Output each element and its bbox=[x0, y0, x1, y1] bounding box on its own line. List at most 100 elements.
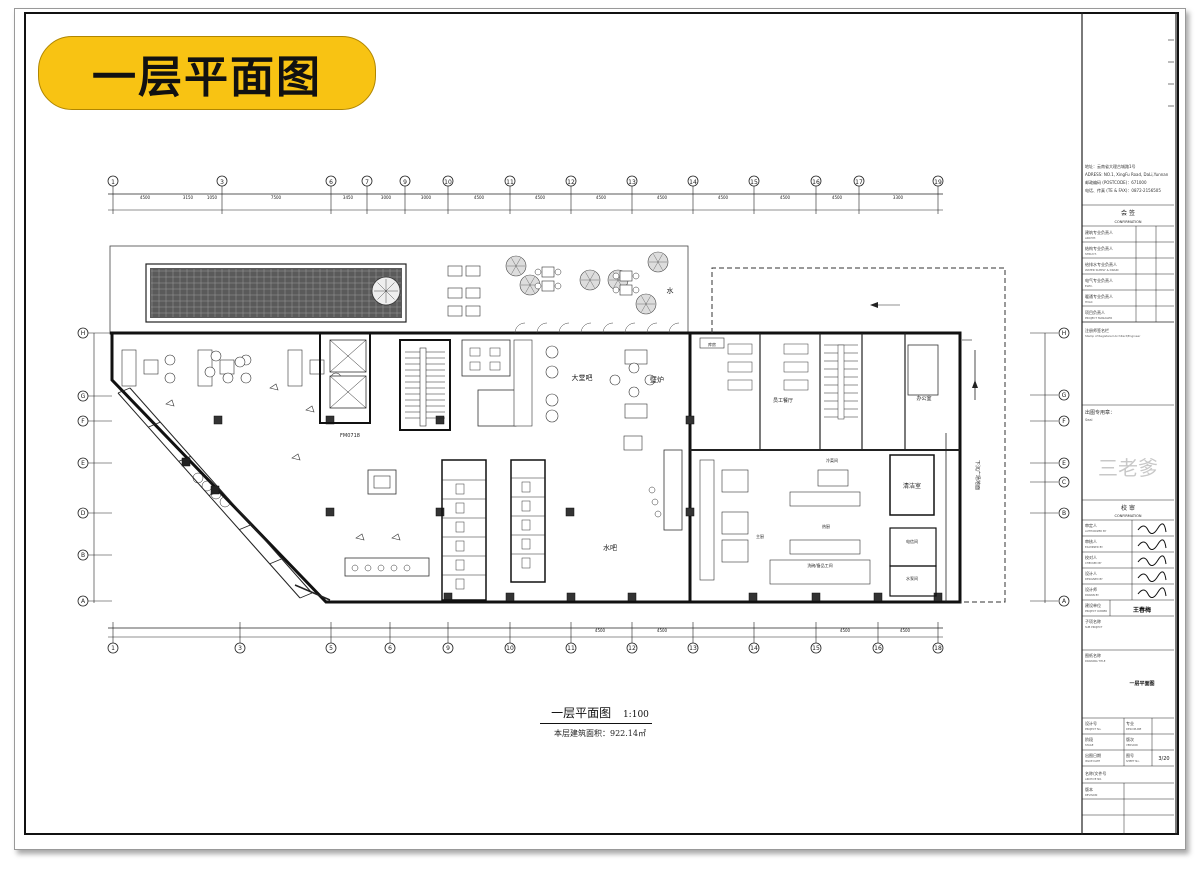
axis-label: 1 bbox=[111, 645, 115, 652]
room-label-wash: 洗碗/备品工间 bbox=[807, 562, 832, 568]
axis-label: 6 bbox=[388, 645, 392, 652]
axis-bubble bbox=[325, 642, 337, 654]
address-line: ADRESS: NO.1, XingFu Road, DaLi,Yunnan bbox=[1085, 172, 1169, 177]
reception-counter bbox=[373, 475, 391, 489]
countersign-role-en: ARCHIT. bbox=[1085, 236, 1096, 240]
title-block-label: 版本 bbox=[1085, 786, 1093, 792]
title-badge: 一层平面图 bbox=[38, 36, 376, 110]
fountain-line bbox=[385, 282, 395, 292]
signature-scribble bbox=[1137, 571, 1167, 582]
planter-leaf bbox=[511, 265, 517, 274]
room-label-staff-dining: 员工餐厅 bbox=[773, 397, 793, 404]
axis-bubble bbox=[384, 642, 396, 654]
arrow-head bbox=[972, 380, 978, 388]
axis-label: 3 bbox=[220, 179, 224, 186]
title-block-label: 名称/文件号 bbox=[1085, 770, 1106, 776]
room-label-kitchen-a: 主厨 bbox=[756, 533, 764, 539]
lounge-chair bbox=[447, 287, 463, 299]
title-block-sublabel: STAGE bbox=[1085, 743, 1094, 747]
terrace-chair bbox=[554, 268, 562, 276]
caption-underline bbox=[540, 723, 652, 724]
dimension-text: 4500 bbox=[900, 628, 911, 633]
dimension-text: 1050 bbox=[207, 195, 218, 200]
door-swing bbox=[580, 322, 592, 334]
axis-bubble bbox=[748, 642, 760, 654]
review-sub: CONFIRMATION bbox=[1115, 514, 1142, 518]
axis-bubble bbox=[1058, 457, 1070, 469]
title-block-value: 一层平面图 bbox=[1129, 680, 1154, 687]
door-swing bbox=[602, 322, 614, 334]
lounge-chair bbox=[465, 287, 481, 299]
planter-leaf bbox=[613, 279, 619, 288]
structural-column bbox=[811, 592, 821, 602]
lounge-chair bbox=[447, 265, 463, 277]
structural-column bbox=[565, 507, 575, 517]
toilet bbox=[521, 538, 531, 550]
coffee-table bbox=[623, 435, 643, 451]
axis-label: E bbox=[81, 460, 85, 467]
axis-label: 11 bbox=[506, 179, 514, 186]
drawing-frame bbox=[24, 12, 1179, 835]
axis-label: 12 bbox=[567, 179, 575, 186]
pump-room bbox=[889, 565, 937, 597]
toilet bbox=[455, 521, 465, 533]
axis-label: H bbox=[81, 330, 86, 337]
structural-column bbox=[210, 485, 220, 495]
water-bar-counter bbox=[663, 449, 683, 531]
axis-bubble bbox=[234, 642, 246, 654]
title-block-label: 建设单位 bbox=[1085, 602, 1101, 608]
review-role-en: AUTHORIZED BY bbox=[1085, 529, 1107, 533]
caption-area: 本层建筑面积：922.14㎡ bbox=[554, 729, 646, 738]
axis-label: G bbox=[1062, 392, 1067, 399]
axis-bubble bbox=[748, 175, 760, 187]
axis-label: H bbox=[1062, 330, 1067, 337]
planter-leaf bbox=[585, 279, 591, 288]
toilet bbox=[455, 578, 465, 590]
planter-leaf bbox=[515, 258, 521, 267]
axis-bubble bbox=[932, 175, 944, 187]
axis-label: A bbox=[81, 598, 86, 605]
address-line: 地址：云南省大理古城路1号 bbox=[1085, 163, 1136, 169]
toilet bbox=[455, 502, 465, 514]
badge-title: 一层平面图 bbox=[92, 52, 322, 103]
title-block-sublabel: PROJECT No. bbox=[1085, 727, 1102, 731]
meeting-chair bbox=[469, 361, 481, 371]
axis-label: 14 bbox=[750, 645, 758, 652]
elevator-core bbox=[319, 332, 371, 424]
terrace-chair bbox=[632, 286, 640, 294]
title-block-sublabel: REVISION bbox=[1085, 793, 1097, 797]
dimension-text: 3000 bbox=[421, 195, 432, 200]
stair-rail bbox=[419, 347, 427, 427]
planter-leaf bbox=[529, 277, 535, 286]
terrace-chair bbox=[534, 268, 542, 276]
dining-table bbox=[727, 379, 753, 391]
meeting-room bbox=[461, 339, 511, 377]
axis-label: 13 bbox=[689, 645, 697, 652]
axis-label: A bbox=[1062, 598, 1067, 605]
review-role: 审核人 bbox=[1085, 538, 1097, 544]
signature-scribble bbox=[1137, 539, 1167, 550]
structural-column bbox=[933, 592, 943, 602]
terrace-chair bbox=[632, 272, 640, 280]
toilet bbox=[521, 500, 531, 512]
room-label-kitchen-b: 热厨 bbox=[822, 523, 830, 529]
terrace-table bbox=[541, 266, 555, 278]
planter-leaf bbox=[653, 261, 659, 270]
countersign-sub: CONFIRMATION bbox=[1115, 220, 1142, 224]
planter-leaf bbox=[645, 296, 651, 305]
meeting-chair bbox=[469, 347, 481, 357]
axis-label: D bbox=[81, 510, 86, 517]
axis-label: 9 bbox=[446, 645, 450, 652]
title-block-sublabel: SUB PROJECT bbox=[1085, 625, 1103, 629]
title-block-sublabel: DESCIPLINE bbox=[1126, 727, 1142, 731]
elevator-x bbox=[329, 375, 367, 409]
title-block-sublabel: VERSION bbox=[1126, 743, 1138, 747]
armchair bbox=[164, 354, 176, 366]
coffee-table bbox=[143, 359, 159, 375]
axis-label: 6 bbox=[329, 179, 333, 186]
dining-table bbox=[783, 361, 809, 373]
lounge-table bbox=[545, 393, 559, 407]
title-block-sublabel: DRAWING TITLE bbox=[1085, 659, 1106, 663]
axis-bubble bbox=[565, 642, 577, 654]
planter-leaf bbox=[585, 272, 591, 281]
